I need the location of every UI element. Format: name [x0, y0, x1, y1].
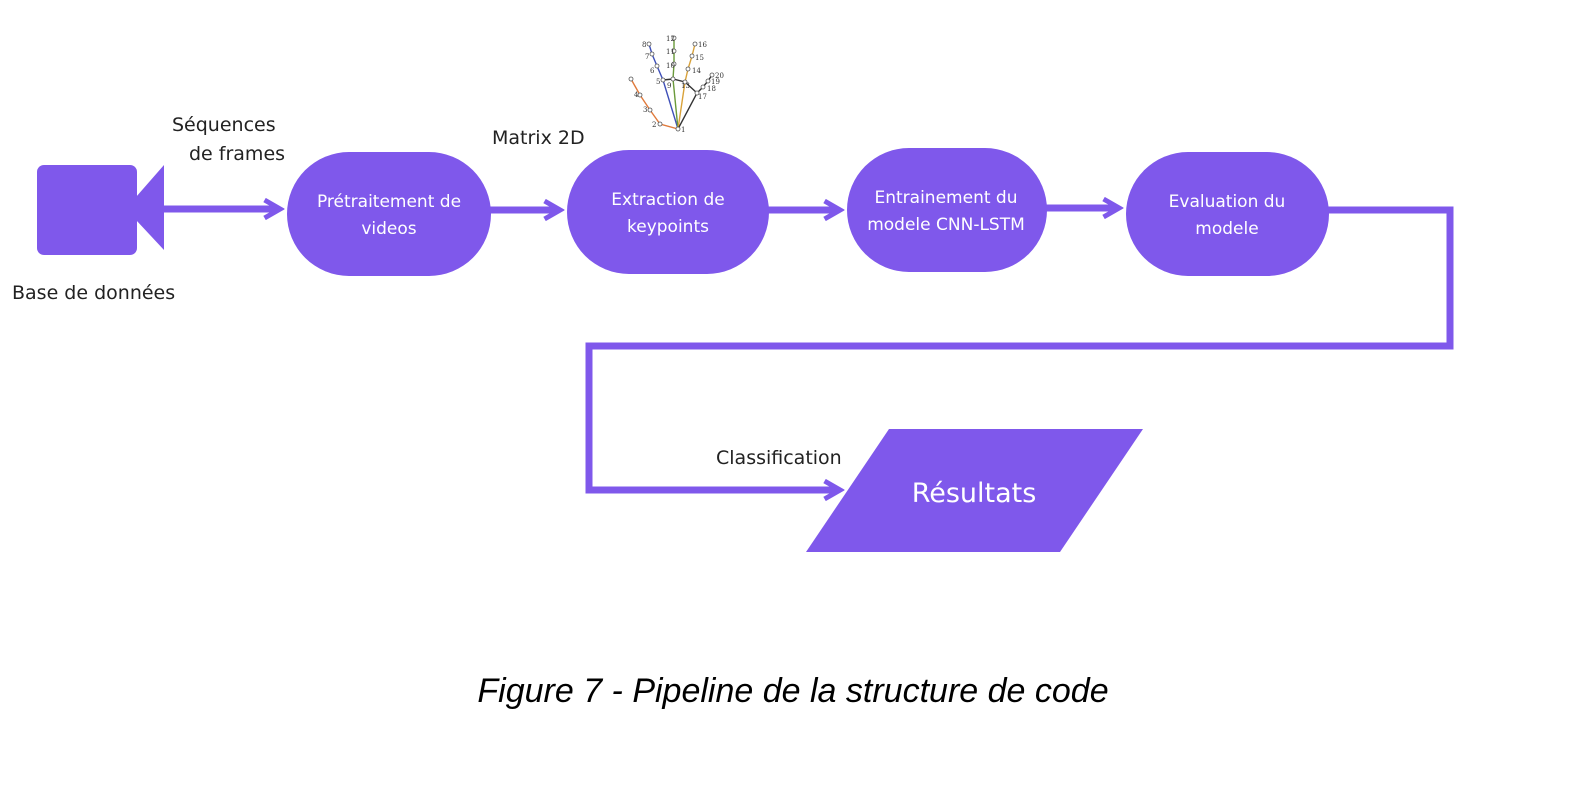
svg-text:18: 18 — [707, 85, 716, 93]
node-preprocess: Prétraitement de videos — [287, 152, 491, 276]
svg-text:12: 12 — [666, 35, 675, 43]
svg-text:6: 6 — [650, 67, 655, 75]
svg-text:7: 7 — [645, 53, 649, 61]
svg-text:Entrainement du: Entrainement du — [875, 188, 1018, 208]
svg-text:Résultats: Résultats — [912, 478, 1037, 509]
svg-text:20: 20 — [715, 72, 724, 80]
svg-text:Extraction de: Extraction de — [611, 190, 724, 210]
arrow-evaluation-to-results — [585, 206, 1454, 490]
database-label: Base de données — [12, 282, 175, 304]
svg-text:13: 13 — [681, 82, 690, 90]
hand-keypoints-icon: 1 2 3 4 5 6 7 8 9 10 11 12 13 14 15 16 1… — [628, 35, 724, 134]
svg-text:videos: videos — [361, 219, 416, 239]
svg-text:4: 4 — [634, 91, 639, 99]
connectors — [164, 206, 1454, 490]
node-evaluation: Evaluation du modele — [1126, 152, 1329, 276]
node-extraction: Extraction de keypoints — [567, 150, 769, 274]
figure-caption: Figure 7 - Pipeline de la structure de c… — [477, 672, 1109, 710]
svg-text:9: 9 — [667, 82, 671, 90]
node-training: Entrainement du modele CNN-LSTM — [847, 148, 1047, 272]
svg-text:3: 3 — [643, 106, 647, 114]
svg-text:modele: modele — [1195, 219, 1258, 239]
classification-label: Classification — [716, 447, 842, 469]
svg-text:8: 8 — [642, 41, 646, 49]
svg-text:17: 17 — [698, 93, 707, 101]
svg-text:keypoints: keypoints — [627, 217, 709, 237]
svg-text:modele CNN-LSTM: modele CNN-LSTM — [867, 215, 1025, 235]
svg-text:Evaluation du: Evaluation du — [1169, 192, 1286, 212]
svg-text:14: 14 — [692, 67, 701, 75]
frames-label-line2: de frames — [189, 143, 285, 165]
video-camera-icon — [37, 165, 164, 255]
svg-text:15: 15 — [695, 54, 704, 62]
svg-text:2: 2 — [652, 121, 656, 129]
svg-text:10: 10 — [666, 62, 675, 70]
svg-text:19: 19 — [711, 78, 720, 86]
results-node: Résultats — [806, 429, 1143, 552]
svg-text:Prétraitement de: Prétraitement de — [317, 192, 461, 212]
svg-text:11: 11 — [666, 48, 675, 56]
svg-text:5: 5 — [656, 78, 660, 86]
matrix-label: Matrix 2D — [492, 127, 585, 149]
svg-text:16: 16 — [698, 41, 707, 49]
svg-text:1: 1 — [681, 126, 685, 134]
frames-label-line1: Séquences — [172, 114, 276, 136]
